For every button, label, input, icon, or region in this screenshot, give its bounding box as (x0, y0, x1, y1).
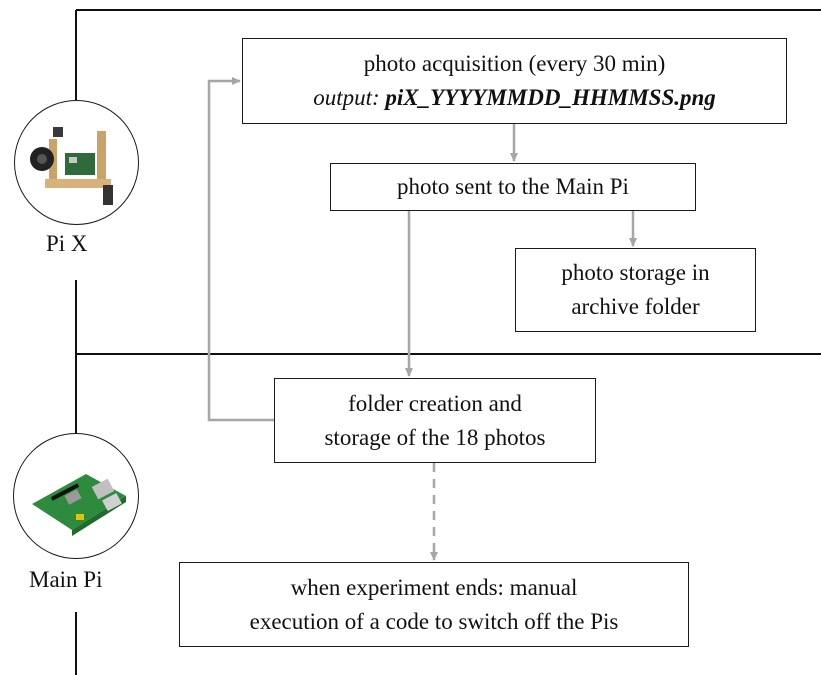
raspberry-pi-board-icon (32, 474, 126, 536)
lane-label-pi-x: Pi X (46, 231, 88, 256)
camera-rig-icon (30, 127, 113, 205)
step-shutdown: when experiment ends: manual execution o… (179, 562, 689, 647)
pi-x-photo-circle (14, 100, 139, 225)
shutdown-line-1: when experiment ends: manual (290, 574, 578, 600)
shutdown-line-2: execution of a code to switch off the Pi… (249, 608, 619, 634)
send-title: photo sent to the Main Pi (397, 174, 629, 199)
step-photo-archive: photo storage in archive folder (515, 248, 756, 332)
acquisition-title: photo acquisition (every 30 min) (363, 51, 666, 76)
acquisition-output: output: piX_YYYYMMDD_HHMMSS.png (313, 81, 716, 115)
archive-line-1: photo storage in (561, 260, 710, 285)
folder-line-2: storage of the 18 photos (324, 424, 546, 450)
output-filename: piX_YYYYMMDD_HHMMSS.png (385, 85, 716, 110)
step-folder-creation: folder creation and storage of the 18 ph… (274, 378, 596, 463)
arrow-folder-loop-back (207, 77, 274, 422)
step-photo-acquisition: photo acquisition (every 30 min) output:… (242, 38, 787, 124)
step-photo-sent: photo sent to the Main Pi (330, 163, 696, 211)
main-pi-photo-circle (13, 433, 139, 559)
folder-line-1: folder creation and (348, 390, 522, 416)
archive-line-2: archive folder (571, 294, 700, 319)
output-prefix: output: (313, 85, 386, 110)
lane-label-main-pi: Main Pi (29, 567, 103, 592)
